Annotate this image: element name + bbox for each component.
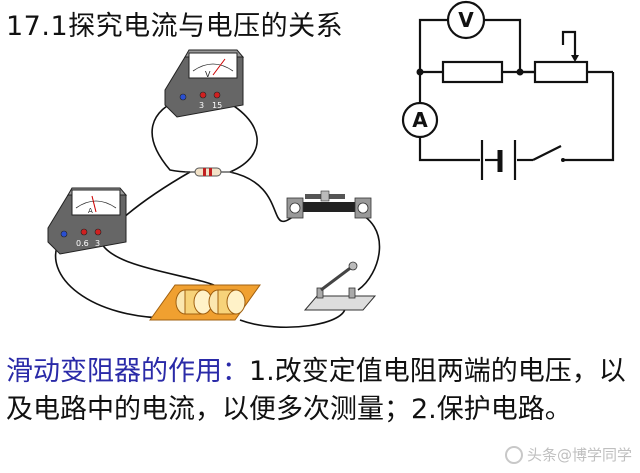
explanation-body: 1.改变定值电阻两端的电压，以及电路中的电流，以便多次测量；2.保护电路。 <box>6 356 626 425</box>
switch-contact <box>561 158 565 162</box>
battery-holder <box>149 284 261 321</box>
schematic-voltmeter: V <box>446 0 486 40</box>
voltmeter-device: V 3 15 <box>164 49 245 118</box>
voltmeter-terminal-3: 3 <box>199 101 204 110</box>
schematic-rheostat <box>533 60 589 84</box>
voltmeter-face-symbol: V <box>205 70 211 79</box>
ammeter-device: A 0.6 3 <box>47 187 128 255</box>
schematic-ammeter: A <box>401 101 439 139</box>
voltmeter-terminal-15: 15 <box>212 101 222 110</box>
ammeter-face-symbol: A <box>88 207 93 215</box>
explanation-highlight: 滑动变阻器的作用： <box>6 356 249 387</box>
watermark-logo-icon <box>504 445 523 464</box>
circuit-schematic: V A <box>401 0 615 180</box>
schematic-voltmeter-symbol: V <box>458 8 474 32</box>
schematic-fixed-resistor <box>441 60 504 84</box>
schematic-ammeter-symbol: A <box>412 108 428 132</box>
ammeter-terminal-0.6: 0.6 <box>76 239 89 248</box>
ammeter-terminal-3: 3 <box>95 239 100 248</box>
schematic-wires <box>418 18 615 162</box>
explanation-text: 滑动变阻器的作用：1.改变定值电阻两端的电压，以及电路中的电流，以便多次测量；2… <box>6 353 634 429</box>
fixed-resistor <box>185 167 233 177</box>
circuit-illustration: V 3 15 A 0.6 3 <box>47 49 381 329</box>
page-title: 17.1探究电流与电压的关系 <box>6 11 344 42</box>
schematic-battery <box>480 140 517 180</box>
junction-dot-left <box>416 68 424 76</box>
watermark: 头条@博学同学 <box>504 444 632 465</box>
watermark-text: 头条@博学同学 <box>526 446 632 464</box>
knife-switch <box>303 261 377 311</box>
junction-dot-right <box>516 68 524 76</box>
sliding-rheostat <box>286 190 372 219</box>
